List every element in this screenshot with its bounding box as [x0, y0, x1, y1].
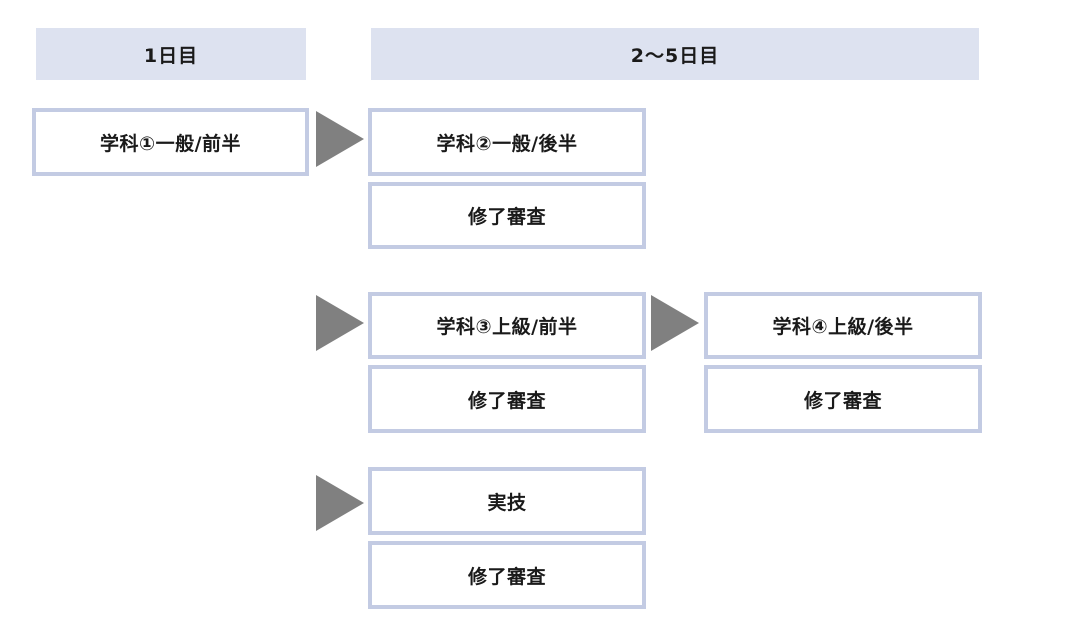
arrow-right-icon	[316, 475, 364, 531]
header-day1: 1日目	[36, 28, 306, 80]
box-review-3: 修了審査	[704, 365, 982, 433]
arrow-right-icon	[316, 295, 364, 351]
box-general-second-half: 学科②一般/後半	[368, 108, 646, 176]
box-review-2: 修了審査	[368, 365, 646, 433]
arrow-right-icon	[651, 295, 699, 351]
box-advanced-second-half: 学科④上級/後半	[704, 292, 982, 359]
box-general-first-half: 学科①一般/前半	[32, 108, 309, 176]
box-review-1: 修了審査	[368, 182, 646, 249]
box-advanced-first-half: 学科③上級/前半	[368, 292, 646, 359]
box-review-4: 修了審査	[368, 541, 646, 609]
arrow-right-icon	[316, 111, 364, 167]
header-day2-5: 2～5日目	[371, 28, 979, 80]
box-practical: 実技	[368, 467, 646, 535]
